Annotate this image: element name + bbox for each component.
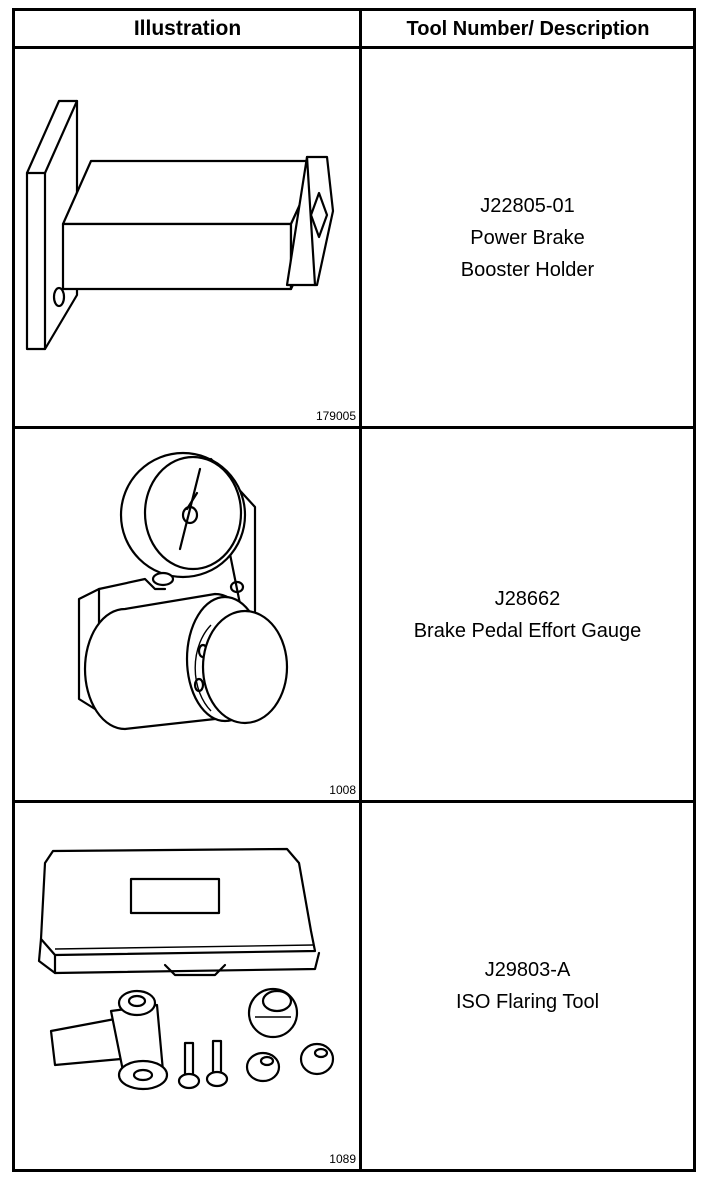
figure-number: 1089: [329, 1152, 356, 1166]
tool-number: J29803-A: [484, 959, 571, 981]
table-header: Illustration Tool Number/ Description: [15, 11, 693, 49]
tool-description-cell: J22805-01 Power Brake Booster Holder: [362, 49, 693, 426]
flaring-tool-kit-icon: [37, 847, 335, 1091]
tool-description-line: Booster Holder: [460, 258, 595, 281]
illustration-cell: 179005: [15, 49, 359, 426]
tool-description-line: Brake Pedal Effort Gauge: [413, 619, 642, 642]
figure-number: 1008: [329, 783, 356, 797]
tool-description-line: Power Brake: [470, 226, 585, 249]
tool-table: Illustration Tool Number/ Description 17…: [12, 8, 696, 1172]
header-tool-description: Tool Number/ Description: [406, 18, 650, 40]
table-row: 1089 J29803-A ISO Flaring Tool: [15, 803, 693, 1169]
tool-number: J28662: [494, 587, 561, 610]
tool-description-cell: J28662 Brake Pedal Effort Gauge: [362, 429, 693, 800]
booster-holder-icon: [25, 99, 335, 351]
table-row: 1008 J28662 Brake Pedal Effort Gauge: [15, 429, 693, 803]
tool-description-line: ISO Flaring Tool: [455, 991, 600, 1013]
table-row: 179005 J22805-01 Power Brake Booster Hol…: [15, 49, 693, 429]
illustration-cell: 1089: [15, 803, 359, 1169]
tool-number: J22805-01: [480, 194, 575, 217]
tool-description-cell: J29803-A ISO Flaring Tool: [362, 803, 693, 1169]
pedal-effort-gauge-icon: [77, 451, 289, 731]
column-divider: [359, 11, 362, 1169]
figure-number: 179005: [315, 409, 356, 423]
illustration-cell: 1008: [15, 429, 359, 800]
header-illustration: Illustration: [133, 17, 242, 40]
